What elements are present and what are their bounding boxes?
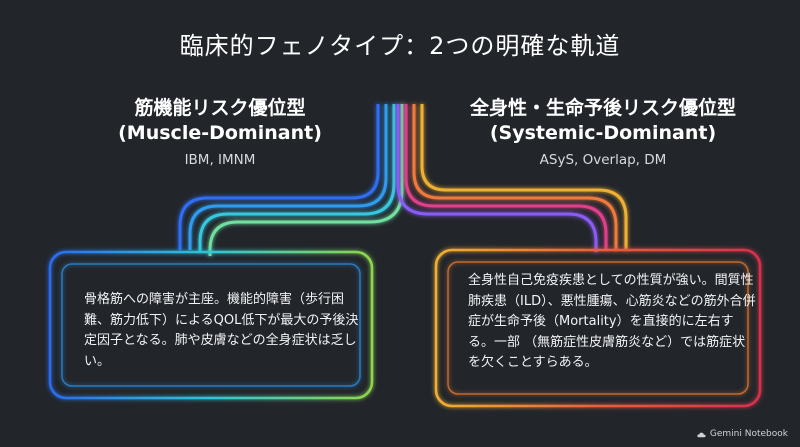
branding-label: Gemini Notebook [709, 429, 788, 439]
muscle-dominant-description: 骨格筋への障害が主座。機能的障害（歩行困難、筋力低下）によるQOL低下が最大の予… [84, 292, 359, 369]
right-subtypes: ASyS, Overlap, DM [539, 152, 667, 168]
right-box-frame [434, 248, 762, 408]
right-wire-4 [420, 104, 628, 250]
branding: Gemini Notebook [697, 429, 788, 439]
right-heading-ja: 全身性・生命予後リスク優位型 [469, 97, 736, 119]
left-wire-4 [208, 104, 404, 256]
right-wire-1 [396, 104, 598, 252]
systemic-dominant-description: 全身性自己免疫疾患としての性質が強い。間質性肺疾患（ILD）、悪性腫瘍、心筋炎な… [468, 273, 756, 370]
left-wire-2 [188, 104, 388, 250]
muscle-dominant-heading: 筋機能リスク優位型 (Muscle-Dominant) IBM, IMNM [70, 96, 370, 172]
left-wires [178, 104, 404, 256]
slide-title: 臨床的フェノタイプ：2つの明確な軌道 [179, 32, 621, 60]
cloud-logo-icon [697, 432, 706, 437]
right-wire-2 [404, 104, 608, 250]
left-wire-1 [178, 104, 380, 250]
right-wires [396, 104, 628, 252]
systemic-dominant-heading: 全身性・生命予後リスク優位型 (Systemic-Dominant) ASyS,… [453, 96, 753, 172]
left-heading-en: (Muscle-Dominant) [118, 122, 322, 144]
left-box-frame [48, 250, 374, 400]
right-wire-3 [412, 104, 618, 250]
right-heading-en: (Systemic-Dominant) [489, 122, 717, 144]
left-subtypes: IBM, IMNM [184, 152, 256, 168]
left-heading-ja: 筋機能リスク優位型 [134, 97, 306, 119]
left-wire-3 [198, 104, 396, 252]
